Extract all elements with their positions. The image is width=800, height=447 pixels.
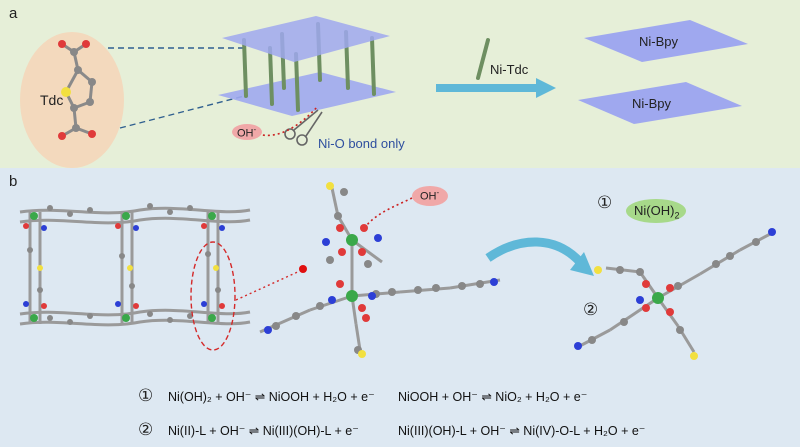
ni-bpy-sheet-bottom [578, 82, 742, 124]
oh-pill-a [232, 124, 262, 140]
tdc-ellipse [20, 32, 124, 168]
process-arrow-a [436, 78, 556, 98]
oh-attack-arrow [257, 105, 319, 137]
ni-bpy-sheet-top [584, 20, 748, 62]
eq-row2-left: Ni(II)-L + OH⁻ ⇌ Ni(III)(OH)-L + e⁻ [168, 424, 359, 438]
oh-pill-b [412, 186, 448, 206]
tdc-label: Tdc [40, 92, 64, 108]
highlight-ellipse [190, 241, 236, 351]
panel-b-label: b [9, 173, 18, 190]
marker-1: ① [597, 193, 613, 212]
marker-2: ② [583, 300, 599, 319]
bond-note: Ni-O bond only [318, 136, 405, 151]
process-arrow-b [485, 237, 584, 266]
eq-row2-number: ② [138, 420, 154, 439]
eq-row1-right: NiOOH + OH⁻ ⇌ NiO₂ + H₂O + e⁻ [398, 390, 588, 404]
sheet-top [222, 16, 390, 62]
connector-bottom [119, 95, 245, 129]
mof-framework [19, 203, 251, 327]
ni-cluster-center [259, 182, 501, 358]
ni-bpy-label-bottom: Ni-Bpy [632, 96, 672, 111]
scissors-icon [284, 109, 323, 146]
eq-row1-left: Ni(OH)₂ + OH⁻ ⇌ NiOOH + H₂O + e⁻ [168, 390, 375, 404]
ni-tdc-label: Ni-Tdc [490, 62, 529, 77]
eq-row1-number: ① [138, 386, 154, 405]
sheet-bottom [218, 72, 396, 116]
oh-label-a: OH- [237, 125, 257, 140]
highlight-pointer [235, 269, 303, 301]
tdc-atoms [58, 40, 96, 140]
nioh2-ellipse [626, 199, 686, 223]
nioh2-label: Ni(OH)2 [634, 203, 680, 221]
oh-label-b: OH- [420, 188, 440, 203]
panel-a-label: a [9, 5, 18, 22]
oh-attack-arrow-b [365, 197, 413, 227]
ni-cluster-right [574, 228, 776, 360]
eq-row2-right: Ni(III)(OH)-L + OH⁻ ⇌ Ni(IV)-O-L + H₂O +… [398, 424, 646, 438]
highlight-dot [299, 265, 307, 273]
ni-bpy-label-top: Ni-Bpy [639, 34, 679, 49]
process-arrow-b-head [570, 252, 594, 276]
ni-tdc-stick [476, 38, 490, 80]
